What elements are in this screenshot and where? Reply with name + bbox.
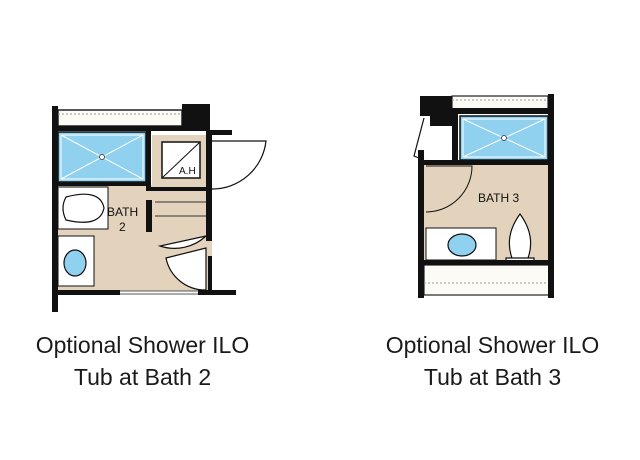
bath-2-room-label: BATH: [107, 205, 138, 219]
bath-2-round-fixture: [63, 249, 87, 277]
bath-2-ah-label: A.H: [179, 166, 196, 177]
bath-2-door-swing-1: [157, 235, 207, 249]
bath-3-round-fixture: [447, 233, 477, 257]
bath-2-shower-drain: [99, 154, 105, 160]
bath-3-plan: BATH 3: [413, 94, 554, 298]
bath-2-caption: Optional Shower ILO Tub at Bath 2: [0, 329, 285, 393]
bath-3-caption-line-2: Tub at Bath 3: [423, 364, 562, 390]
bath-2-door-swing-2: [165, 247, 207, 291]
bath-2-caption-line-1: Optional Shower ILO: [35, 332, 250, 358]
bath-3-top-band: [451, 95, 549, 111]
bath-2-top-band: [57, 109, 183, 127]
bath-2-entry-door-swing: [211, 140, 267, 190]
bath-2-sink: [62, 193, 105, 223]
bath-3-caption: Optional Shower ILO Tub at Bath 3: [350, 329, 635, 393]
bath-2-room-number: 2: [119, 220, 126, 234]
bath-2-caption-line-2: Tub at Bath 2: [73, 364, 212, 390]
bath-3-shower-drain: [501, 135, 507, 141]
bath-2-plan: A.H BATH 2: [52, 104, 267, 312]
bath-3-room-label: BATH 3: [478, 191, 519, 205]
bath-3-caption-line-1: Optional Shower ILO: [385, 332, 600, 358]
bath-3-bottom-band: [423, 264, 551, 296]
bath-3-door-swing: [425, 165, 473, 213]
